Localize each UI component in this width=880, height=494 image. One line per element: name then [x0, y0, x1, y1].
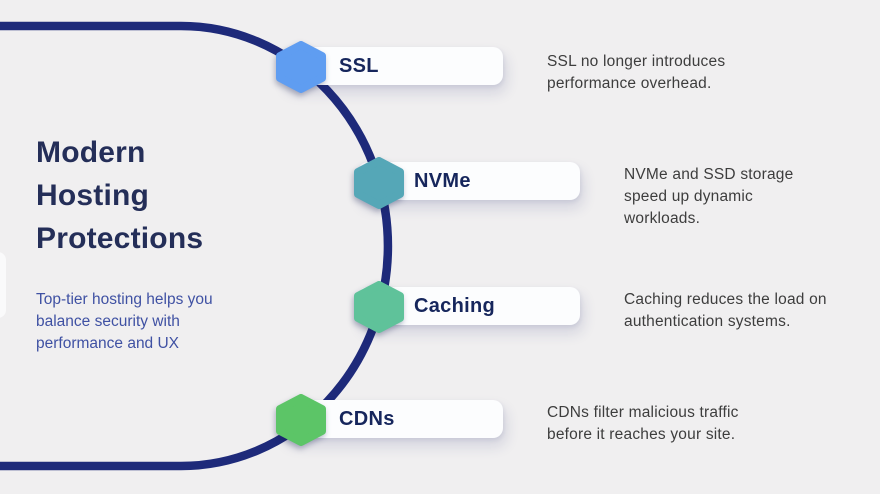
hexagon-icon — [276, 41, 326, 93]
page-title: Modern Hosting Protections — [36, 136, 204, 255]
page-subtitle: Top-tier hosting helps you balance secur… — [36, 291, 213, 352]
hexagon-shape — [354, 157, 404, 209]
item-description-ssl: SSL no longer introduces performance ove… — [547, 53, 726, 92]
hexagon-shape — [354, 281, 404, 333]
item-label-cdns: CDNs — [339, 407, 395, 430]
hexagon-icon — [354, 157, 404, 209]
hexagon-icon — [354, 281, 404, 333]
timeline-curve-path — [0, 21, 393, 471]
edge-highlight-decoration — [0, 252, 6, 318]
hexagon-icon — [276, 394, 326, 446]
item-label-ssl: SSL — [339, 54, 379, 77]
item-description-nvme: NVMe and SSD storage speed up dynamic wo… — [624, 166, 794, 227]
hexagon-shape — [276, 394, 326, 446]
item-label-caching: Caching — [414, 294, 495, 317]
hexagon-shape — [276, 41, 326, 93]
item-description-cdns: CDNs filter malicious traffic before it … — [547, 404, 739, 443]
item-label-nvme: NVMe — [414, 169, 471, 192]
item-description-caching: Caching reduces the load on authenticati… — [624, 291, 827, 330]
